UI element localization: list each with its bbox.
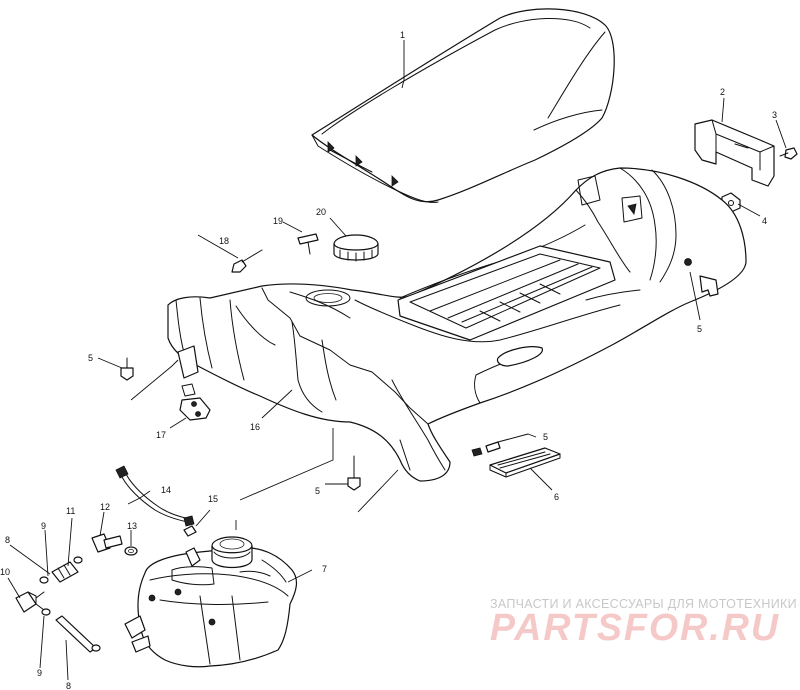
callout-8-lower: 8 — [66, 681, 71, 690]
washer-13 — [124, 546, 138, 556]
callout-12: 12 — [100, 502, 110, 512]
callout-13: 13 — [127, 521, 137, 531]
callout-numbers: 1 2 3 4 5 5 5 5 6 7 8 8 9 9 10 11 12 13 … — [0, 30, 777, 690]
callout-16: 16 — [250, 422, 260, 432]
callout-5-rear: 5 — [697, 324, 702, 334]
callout-7: 7 — [322, 564, 327, 574]
callout-15: 15 — [208, 494, 218, 504]
callout-17: 17 — [156, 430, 166, 440]
watermark: ЗАПЧАСТИ И АКСЕССУАРЫ ДЛЯ МОТОТЕХНИКИ PA… — [490, 597, 797, 649]
rivet-5-left — [120, 357, 134, 381]
callout-5-pad: 5 — [543, 432, 548, 442]
callout-3: 3 — [772, 110, 777, 120]
fuel-pump-10 — [15, 591, 45, 613]
callout-8-upper: 8 — [5, 535, 10, 545]
rivet-18 — [231, 249, 263, 273]
callout-9-upper: 9 — [41, 521, 46, 531]
callout-9-lower: 9 — [37, 668, 42, 678]
clip-17 — [179, 383, 211, 421]
screw-19 — [297, 233, 319, 255]
rear-bracket — [694, 119, 775, 187]
elbow-fitting-12 — [91, 533, 123, 553]
fuel-line-8 — [41, 608, 101, 653]
callout-2: 2 — [720, 87, 725, 97]
check-valve-15 — [183, 525, 197, 537]
callout-5-left: 5 — [88, 353, 93, 363]
pad-6 — [489, 447, 561, 478]
filter-11 — [51, 556, 83, 583]
clamp-9-upper — [39, 576, 49, 584]
watermark-logo: PARTSFOR.RU — [490, 607, 780, 649]
watermark-caption: ЗАПЧАСТИ И АКСЕССУАРЫ ДЛЯ МОТОТЕХНИКИ — [490, 597, 797, 611]
body-panel — [167, 167, 747, 482]
fuel-tank — [124, 536, 298, 668]
callout-4: 4 — [762, 216, 767, 226]
callout-20: 20 — [316, 207, 326, 217]
rivet-5-lower — [347, 455, 361, 491]
callout-18: 18 — [219, 236, 229, 246]
callout-1: 1 — [400, 30, 405, 40]
leader-lines — [7, 40, 787, 681]
callout-5-lower: 5 — [315, 486, 320, 496]
fastener-5 — [471, 433, 529, 457]
callout-6: 6 — [554, 492, 559, 502]
callout-14: 14 — [161, 485, 171, 495]
fuel-cap — [333, 234, 379, 262]
callout-10: 10 — [0, 567, 10, 577]
bolt-3 — [779, 147, 798, 160]
vent-hose-14 — [115, 465, 195, 527]
callout-11: 11 — [66, 506, 75, 516]
seat — [311, 8, 615, 203]
callout-19: 19 — [273, 216, 283, 226]
